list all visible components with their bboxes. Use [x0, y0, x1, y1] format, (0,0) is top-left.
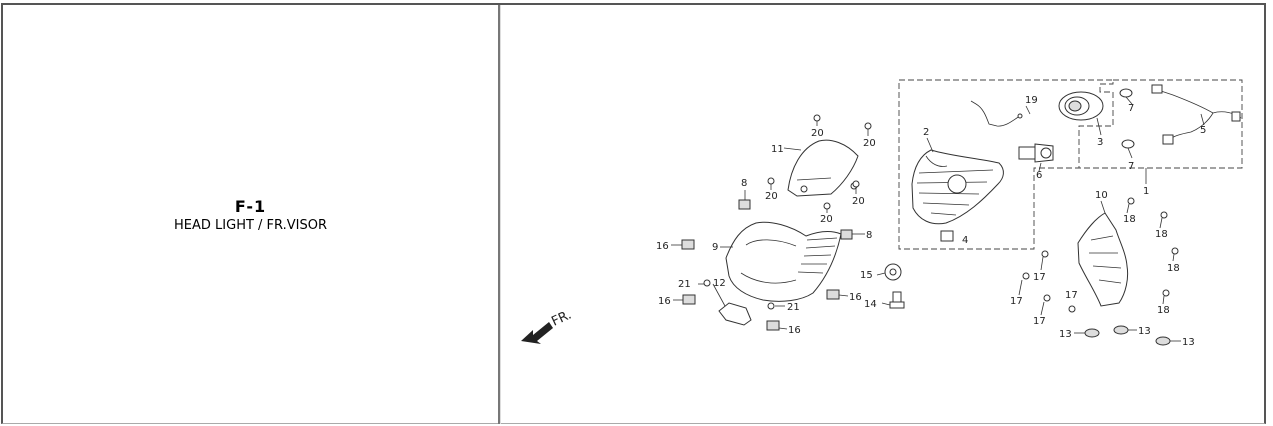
part-position-bulb-upper [1119, 88, 1133, 105]
panel-divider [498, 5, 500, 424]
callout-19: 19 [1025, 95, 1038, 106]
callout-20-c: 20 [765, 191, 778, 202]
screw-17-c [1040, 294, 1051, 316]
screw-18-b [1159, 211, 1168, 229]
callout-16-b: 16 [658, 296, 671, 307]
callout-13-c: 13 [1182, 337, 1195, 348]
callout-18-b: 18 [1155, 229, 1168, 240]
screw-18-d [1162, 289, 1170, 305]
callout-16-c: 16 [788, 325, 801, 336]
callout-8-left: 8 [741, 178, 747, 189]
screw-20-a [813, 114, 821, 126]
part-wire-harness [970, 100, 1031, 127]
callout-7-lower: 7 [1128, 161, 1134, 172]
callout-20-a: 20 [811, 128, 824, 139]
screw-17-d [1068, 305, 1076, 313]
part-position-bulb-lower [1121, 139, 1135, 159]
callout-5: 5 [1200, 125, 1206, 136]
screw-21-b [767, 302, 785, 310]
callout-18-c: 18 [1167, 263, 1180, 274]
callout-12: 12 [713, 278, 726, 289]
part-headlight-bulb [1018, 143, 1054, 172]
callout-21-b: 21 [787, 302, 800, 313]
callout-18-a: 18 [1123, 214, 1136, 225]
section-code: F-1 [234, 197, 267, 216]
clip-16-a [671, 239, 695, 250]
front-direction-arrow: FR. [521, 307, 574, 344]
callout-1: 1 [1143, 186, 1149, 197]
part-socket-cover [1058, 91, 1104, 136]
part-front-visor [783, 139, 859, 197]
grommet-13-c [1155, 336, 1181, 346]
panel-divider-shadow [500, 5, 501, 424]
headlight-assembly-box [898, 79, 1114, 250]
parts-diagram: FR. [501, 8, 1265, 422]
callout-17-d: 17 [1065, 290, 1078, 301]
exploded-view-drawing: FR. [521, 79, 1243, 348]
callout-7-upper: 7 [1128, 103, 1134, 114]
callout-13-a: 13 [1059, 329, 1072, 340]
grommet-13-a [1074, 328, 1100, 338]
part-headlight-nut [940, 230, 954, 242]
callout-9: 9 [712, 242, 718, 253]
page-frame [1, 3, 1266, 424]
callout-6: 6 [1036, 170, 1042, 181]
callout-20-d: 20 [852, 196, 865, 207]
callout-8-right: 8 [866, 230, 872, 241]
screw-20-e [823, 202, 831, 213]
screw-21-a [698, 279, 711, 287]
callout-15: 15 [860, 270, 873, 281]
callout-20-b: 20 [863, 138, 876, 149]
screw-17-a [1040, 250, 1049, 271]
clip-8-b [840, 229, 865, 240]
part-sub-harness [1151, 84, 1242, 145]
section-title-panel: F-1 HEAD LIGHT / FR.VISOR [3, 5, 498, 423]
part-headlight-unit [911, 137, 1004, 225]
part-bracket [712, 283, 752, 326]
clip-16-c [766, 320, 788, 331]
callout-2: 2 [923, 127, 929, 138]
callout-17-c: 17 [1033, 316, 1046, 327]
clip-8-a [738, 190, 751, 210]
wiring-assembly-box [1079, 79, 1243, 169]
section-name: HEAD LIGHT / FR.VISOR [174, 218, 327, 233]
grommet-13-b [1113, 325, 1137, 335]
callout-3: 3 [1097, 137, 1103, 148]
front-direction-label: FR. [549, 307, 574, 329]
screw-17-b [1018, 272, 1030, 296]
callout-21-a: 21 [678, 279, 691, 290]
callout-20-e: 20 [820, 214, 833, 225]
clip-16-b [673, 294, 696, 305]
callout-13-b: 13 [1138, 326, 1151, 337]
screw-18-a [1126, 197, 1135, 214]
part-adjuster-gear [876, 263, 902, 281]
callout-4: 4 [962, 235, 968, 246]
part-front-cover [720, 221, 842, 302]
screw-20-b [864, 122, 872, 136]
part-adjuster-bolt [881, 291, 905, 309]
callout-11: 11 [771, 144, 784, 155]
callout-14: 14 [864, 299, 877, 310]
callout-18-d: 18 [1157, 305, 1170, 316]
screw-20-c [767, 177, 775, 190]
callout-17-a: 17 [1033, 272, 1046, 283]
callout-16-d: 16 [849, 292, 862, 303]
screw-18-c [1171, 247, 1179, 262]
part-inner-panel [1077, 200, 1129, 307]
callout-17-b: 17 [1010, 296, 1023, 307]
callout-10: 10 [1095, 190, 1108, 201]
clip-16-d [826, 289, 849, 300]
section-title: F-1 HEAD LIGHT / FR.VISOR [3, 197, 498, 234]
screw-20-d [852, 180, 860, 194]
callout-16-a: 16 [656, 241, 669, 252]
